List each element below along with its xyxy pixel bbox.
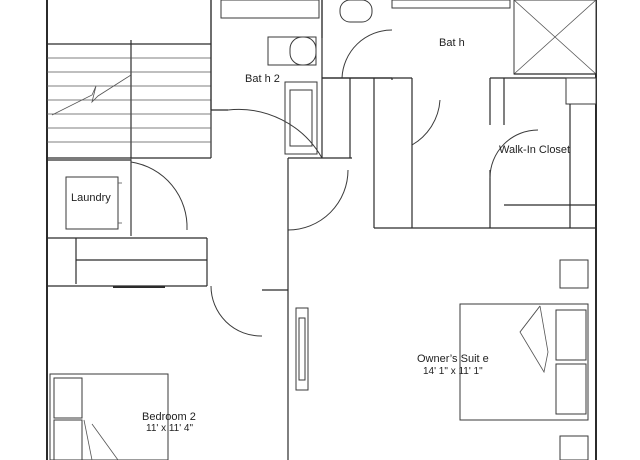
room-label-bedroom-2: Bedroom 2 <box>142 411 196 423</box>
room-label-bath: Bat h <box>439 37 465 49</box>
room-dims-bedroom-2: 11' x 11' 4" <box>146 423 194 434</box>
laundry-room <box>47 158 207 239</box>
room-dims-owners-suite: 14' 1" x 11' 1" <box>423 366 483 377</box>
room-label-owners-suite: Owner’s Suit e <box>417 353 489 365</box>
room-label-laundry: Laundry <box>71 192 111 204</box>
bedroom-2-closet <box>47 236 289 460</box>
exterior-walls <box>46 0 597 460</box>
owners-suite <box>295 259 589 460</box>
bath <box>321 0 597 229</box>
staircase <box>47 0 212 159</box>
bath-2 <box>210 0 352 236</box>
room-label-bath-2: Bat h 2 <box>245 73 280 85</box>
room-label-walk-in-closet: Walk-In Closet <box>499 144 571 156</box>
walk-in-closet <box>489 77 597 228</box>
bedroom-2 <box>49 373 169 460</box>
